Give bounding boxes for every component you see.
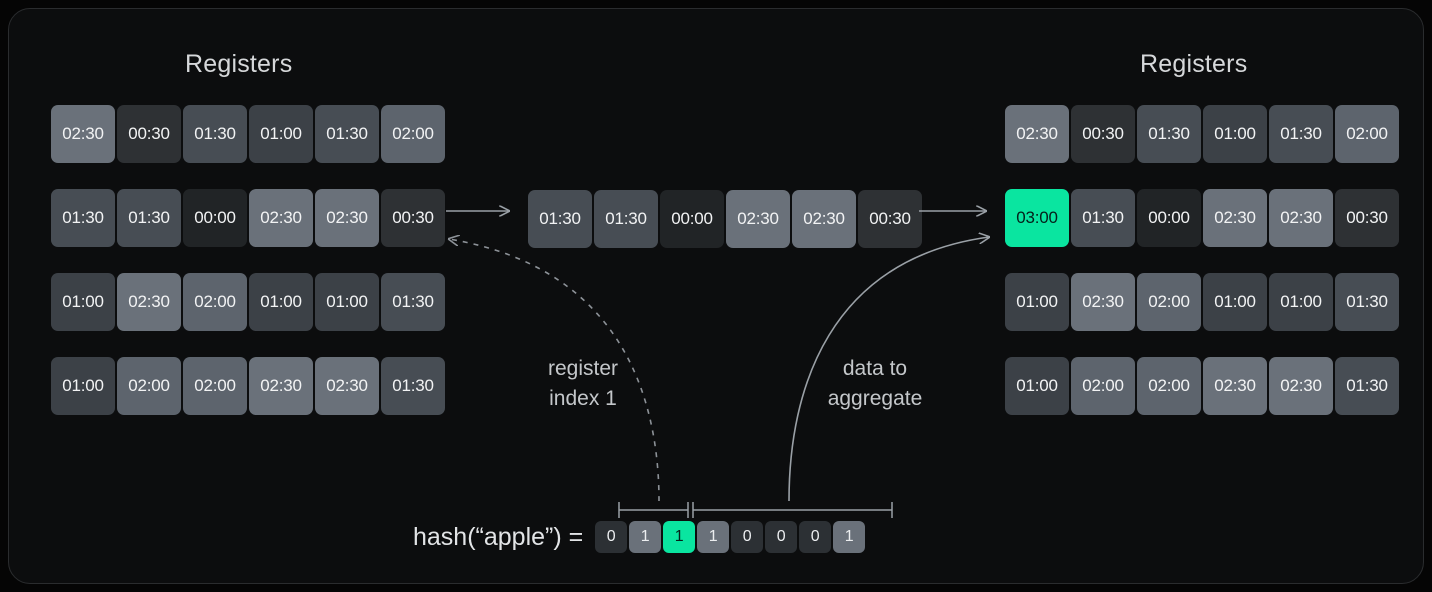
register-cell: 01:30 — [1137, 105, 1201, 163]
hash-bit: 1 — [833, 521, 866, 553]
register-cell: 01:30 — [183, 105, 247, 163]
extracted-register-cell: 01:30 — [528, 190, 592, 248]
register-cell: 02:00 — [1071, 357, 1135, 415]
register-cell: 01:30 — [1269, 105, 1333, 163]
register-cell: 02:30 — [117, 273, 181, 331]
extracted-register-cell: 00:00 — [660, 190, 724, 248]
register-cell: 02:30 — [315, 357, 379, 415]
extracted-register-cell: 02:30 — [792, 190, 856, 248]
register-cell: 02:00 — [381, 105, 445, 163]
register-cell: 01:00 — [249, 105, 313, 163]
register-cell: 01:30 — [381, 357, 445, 415]
register-cell: 01:30 — [1335, 273, 1399, 331]
register-cell: 01:30 — [1335, 357, 1399, 415]
register-cell: 02:30 — [1269, 357, 1333, 415]
register-cell: 01:00 — [315, 273, 379, 331]
register-cell: 01:00 — [1005, 273, 1069, 331]
register-cell: 02:30 — [1203, 189, 1267, 247]
left-panel-title: Registers — [185, 50, 293, 78]
register-cell: 02:00 — [1335, 105, 1399, 163]
register-cell: 00:00 — [1137, 189, 1201, 247]
register-cell: 02:30 — [315, 189, 379, 247]
data-to-aggregate-label: data to aggregate — [827, 357, 923, 410]
register-cell: 01:00 — [1005, 357, 1069, 415]
register-cell: 02:30 — [1071, 273, 1135, 331]
register-cell: 01:00 — [1203, 105, 1267, 163]
index-span-bracket — [618, 502, 689, 518]
hash-label: hash(“apple”) = — [413, 522, 584, 551]
register-cell-highlighted: 03:00 — [1005, 189, 1069, 247]
register-cell: 00:30 — [1071, 105, 1135, 163]
data-span-bracket — [692, 502, 893, 518]
register-cell: 01:30 — [381, 273, 445, 331]
register-cell: 01:00 — [1269, 273, 1333, 331]
right-panel-title: Registers — [1140, 50, 1248, 78]
register-cell: 00:30 — [117, 105, 181, 163]
register-cell: 00:30 — [381, 189, 445, 247]
register-cell: 01:00 — [51, 273, 115, 331]
extracted-register-cell: 01:30 — [594, 190, 658, 248]
register-cell: 01:00 — [249, 273, 313, 331]
register-cell: 02:30 — [249, 357, 313, 415]
register-cell: 01:30 — [1071, 189, 1135, 247]
register-cell: 02:30 — [1005, 105, 1069, 163]
register-cell: 02:00 — [183, 357, 247, 415]
extracted-register-cell: 02:30 — [726, 190, 790, 248]
extracted-register-cell: 00:30 — [858, 190, 922, 248]
hash-bit: 0 — [765, 521, 798, 553]
register-cell: 02:30 — [51, 105, 115, 163]
register-cell: 01:30 — [51, 189, 115, 247]
register-cell: 01:00 — [1203, 273, 1267, 331]
register-cell: 02:00 — [1137, 273, 1201, 331]
hash-bit: 1 — [629, 521, 662, 553]
register-index-label: register index 1 — [547, 357, 619, 410]
hash-bit: 0 — [799, 521, 832, 553]
register-cell: 01:30 — [315, 105, 379, 163]
register-cell: 01:00 — [51, 357, 115, 415]
hash-bit: 1 — [697, 521, 730, 553]
hash-bit-highlighted: 1 — [663, 521, 696, 553]
register-cell: 01:30 — [117, 189, 181, 247]
register-cell: 02:30 — [249, 189, 313, 247]
hash-bit: 0 — [595, 521, 628, 553]
register-cell: 00:30 — [1335, 189, 1399, 247]
register-cell: 02:00 — [117, 357, 181, 415]
register-cell: 00:00 — [183, 189, 247, 247]
register-cell: 02:00 — [1137, 357, 1201, 415]
register-cell: 02:00 — [183, 273, 247, 331]
register-cell: 02:30 — [1269, 189, 1333, 247]
hash-bit: 0 — [731, 521, 764, 553]
register-cell: 02:30 — [1203, 357, 1267, 415]
